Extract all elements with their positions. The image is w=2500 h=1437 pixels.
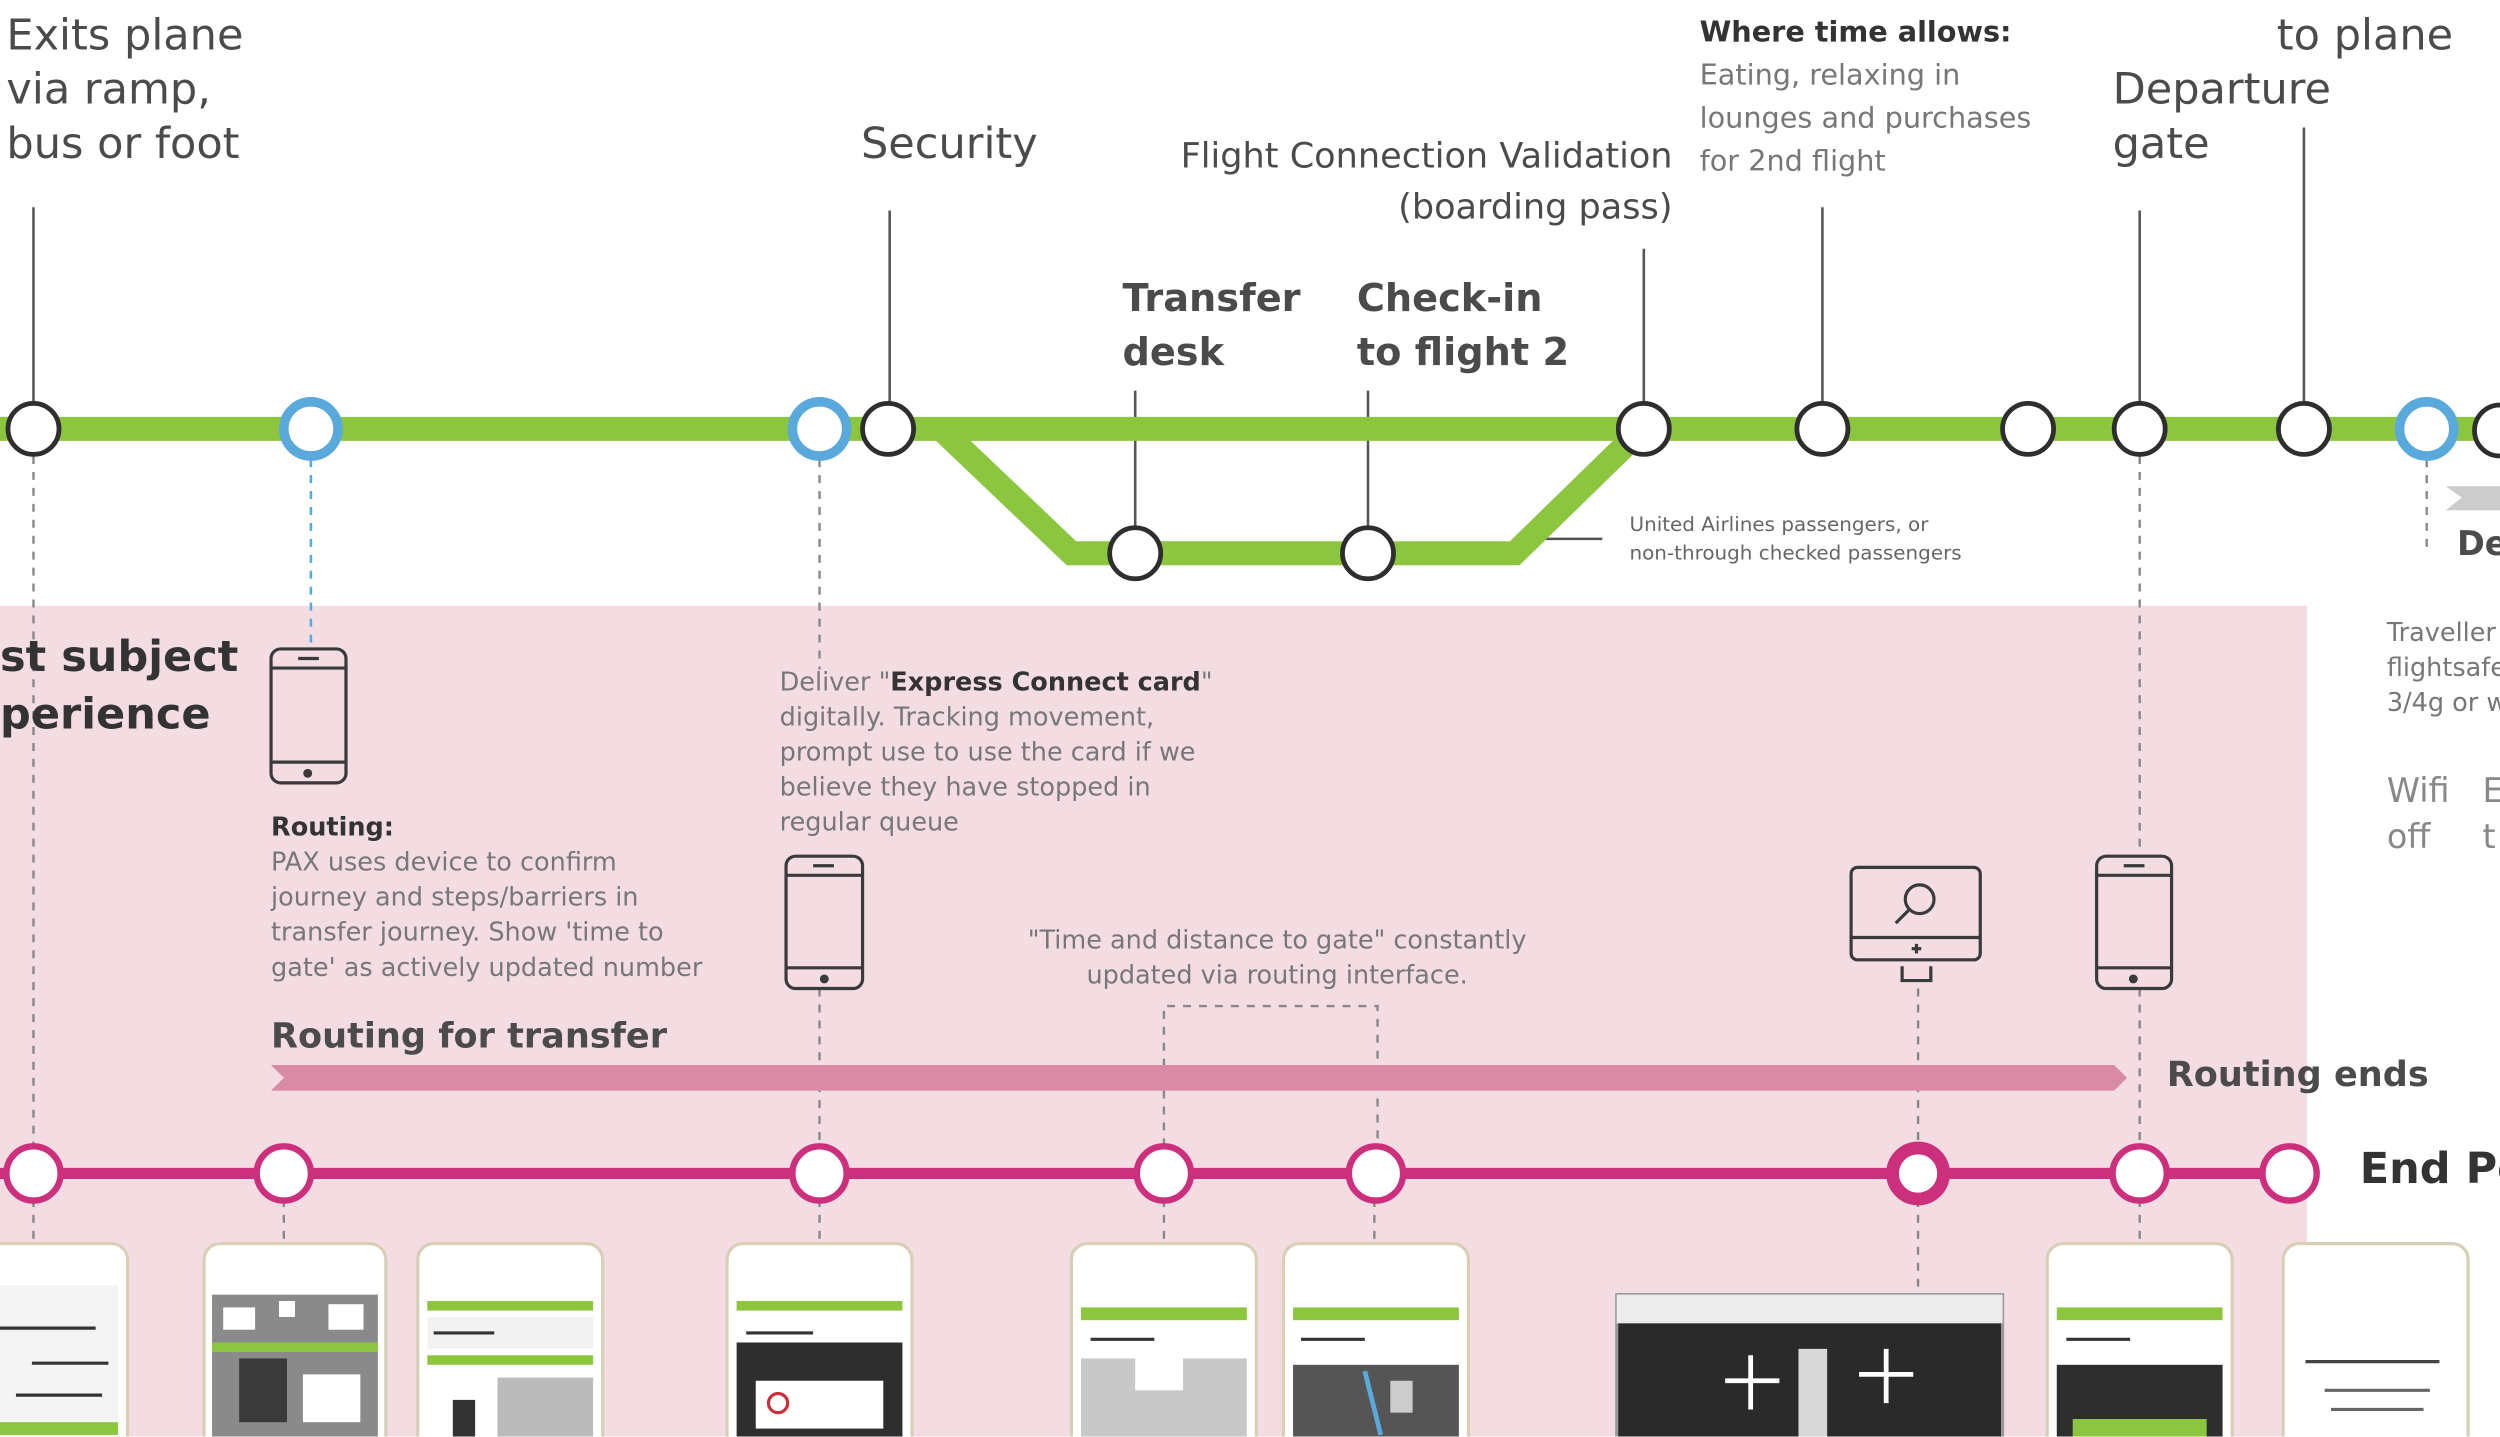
- check-in-label: Check-in to flight 2: [1356, 275, 1570, 375]
- label-stems: [32, 127, 2306, 541]
- cut-note: E t: [2482, 772, 2500, 857]
- routing-ends-label: Routing ends: [2166, 1055, 2429, 1096]
- time-distance-note: "Time and distance to gate" constantly u…: [1027, 924, 1527, 991]
- experience-stops: [3, 1143, 2320, 1204]
- journey-stops: [5, 400, 2332, 582]
- end-point-label: End Po: [2359, 1144, 2500, 1195]
- exits-plane-label: Exits plane via ramp, bus or foot: [6, 11, 244, 170]
- express-connect-note: Deliver "Express Connect card" digitally…: [779, 666, 1213, 838]
- traveller-note: Traveller flightsafe 3/4g or w: [2386, 617, 2500, 718]
- routing-note: Routing: PAX uses device to confirm jour…: [271, 811, 703, 983]
- experience-stop-highlight: [1886, 1141, 1950, 1206]
- departure-arrow: [2445, 486, 2500, 511]
- panel-title: st subject perience: [0, 632, 239, 740]
- routing-bar: [271, 1065, 2127, 1091]
- airside-journey-line: [0, 416, 2500, 566]
- phone-icon: [269, 647, 348, 785]
- search-monitor-icon: [1849, 865, 1982, 983]
- wifi-off-note: Wifi off: [2386, 771, 2450, 857]
- transfer-desk-label: Transfer desk: [1122, 275, 1301, 375]
- phone-icon: [784, 854, 865, 991]
- phone-icon: [2095, 854, 2174, 991]
- to-plane-label: to plane: [2276, 11, 2454, 61]
- security-label: Security: [860, 119, 1038, 170]
- branch-note: United Airlines passengers, or non-throu…: [1629, 511, 1962, 565]
- departure-gate-label: Departure gate: [2112, 65, 2332, 170]
- where-time-allows-note: Where time allows: Eating, relaxing in l…: [1699, 15, 2032, 179]
- touchpoint-stops: [279, 397, 2459, 461]
- routing-for-transfer-label: Routing for transfer: [271, 1017, 668, 1058]
- flight-connection-label: Flight Connection Validation (boarding p…: [1180, 137, 1673, 228]
- screen-thumbnails: [0, 1242, 2470, 1437]
- departure-cut-label: De: [2456, 524, 2500, 563]
